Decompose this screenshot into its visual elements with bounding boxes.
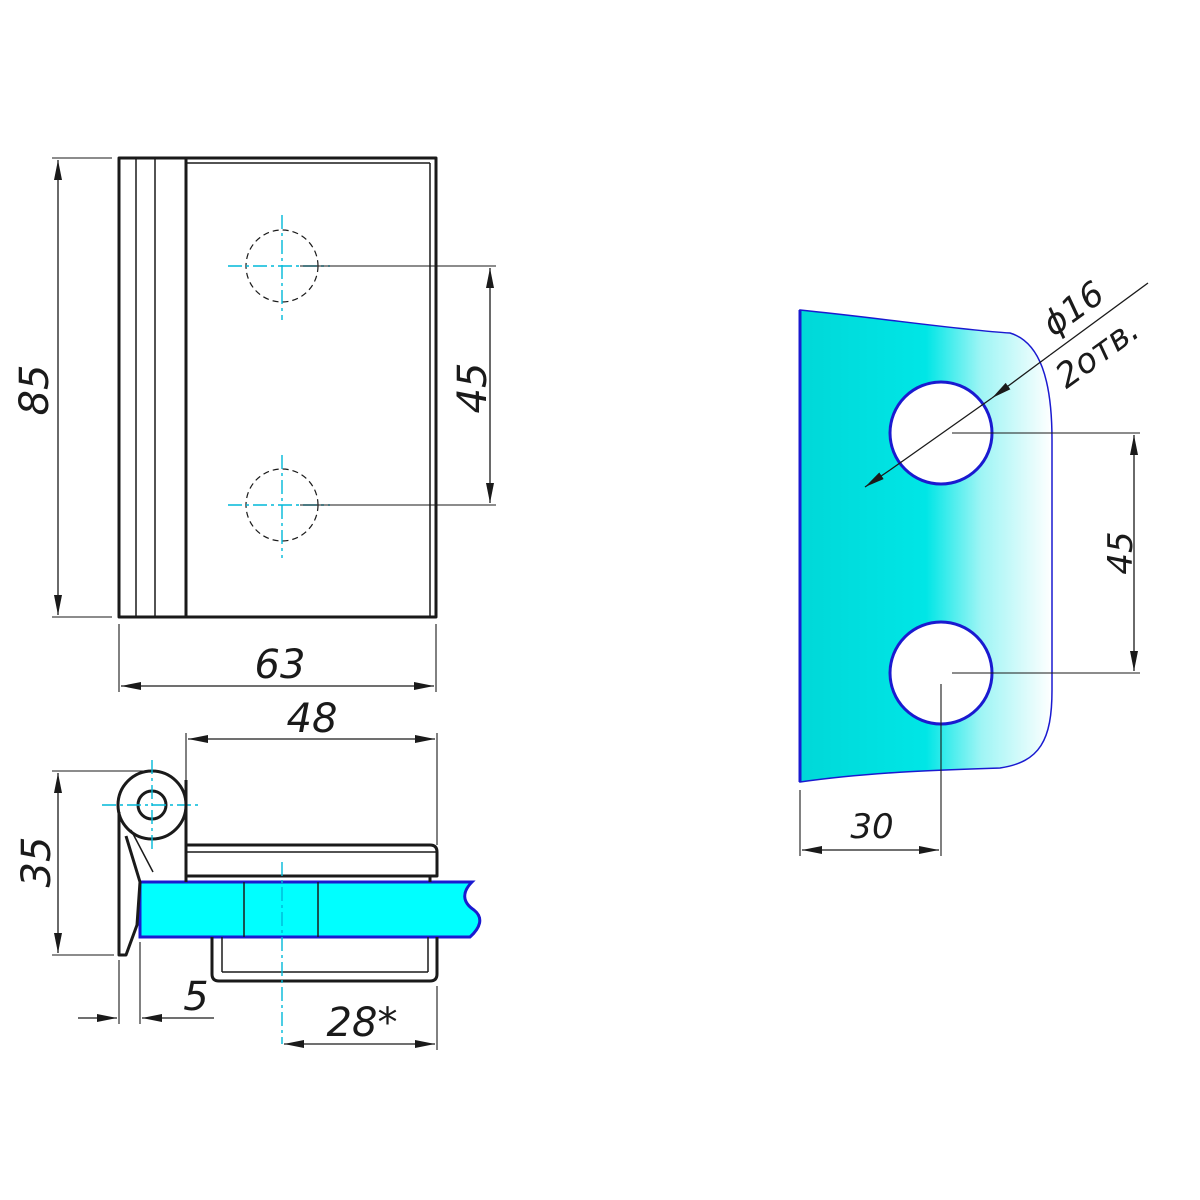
hinge-plate [184,156,438,619]
lower-clamp-plate [210,937,439,983]
edge-distance-label: 30 [850,807,893,847]
hole-spacing-label: 45 [450,363,496,414]
upper-clamp-plate [184,780,439,882]
width-label: 63 [255,642,306,688]
side-height-label: 35 [14,837,60,888]
clamp-length-label: 48 [287,696,338,742]
offset-label: 5 [183,974,208,1020]
glass-cutout-view: ϕ16 2отв. 45 30 [798,274,1149,856]
glass-depth-label: 28* [327,1000,398,1046]
cutout-spacing-label: 45 [1101,531,1141,574]
front-view: 85 45 63 [12,156,496,692]
side-view: 48 35 5 28* [14,696,482,1050]
hinge-knuckle-strip [117,156,188,619]
height-label: 85 [12,365,58,416]
glass-panel-section [138,880,482,939]
